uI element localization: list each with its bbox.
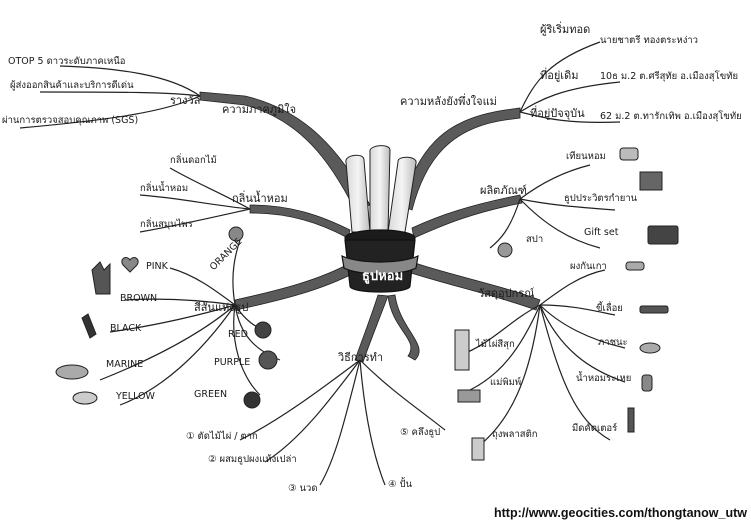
scent-item-1: กลิ่นดอกไม้ (170, 155, 217, 166)
bag-icon (471, 437, 485, 461)
color-purple: PURPLE (214, 357, 251, 368)
branch-products (411, 194, 523, 239)
spa-icon (497, 242, 513, 258)
cloud-icon (55, 364, 89, 380)
apple-icon (254, 321, 272, 339)
banana-icon (72, 391, 98, 405)
incense-pot (341, 229, 419, 293)
materials-item-4: ภาชนะ (598, 337, 628, 348)
perfume-icon (641, 374, 653, 392)
center-label: ธูปหอม (362, 269, 404, 284)
materials-item-3: ขี้เลื่อย (596, 303, 623, 314)
award-item-3: ผ่านการตรวจสอบคุณภาพ (SGS) (2, 115, 139, 126)
color-pink: PINK (146, 261, 168, 272)
award-item-2: ผู้ส่งออกสินค้าและบริการดีเด่น (10, 80, 134, 91)
products-item-4: สปา (526, 234, 544, 245)
origin-label: ความหลังยังพึ่งใจแม่ (400, 95, 497, 108)
origin-current-address-label: ที่อยู่ปัจจุบัน (530, 107, 585, 120)
method-step-5: ⑤ คลึงธูป (400, 427, 441, 438)
method-step-2: ② ผสมธูปผงแห้งเปล่า (208, 454, 297, 465)
products-item-2: ธูปประวิตรกำยาน (564, 193, 638, 204)
tree-icon (91, 261, 111, 295)
origin-current-address-value: 62 ม.2 ต.ทารักเทิพ อ.เมืองสุโขทัย (600, 111, 742, 122)
branch-origin (399, 107, 521, 211)
branch-colors (234, 261, 357, 311)
origin-old-address-label: ที่อยู่เดิม (540, 69, 579, 82)
bamboo-icon (454, 329, 470, 371)
orange-icon (228, 226, 244, 242)
candle-icon (619, 147, 639, 161)
products-label: ผลิตภัณฑ์ (480, 184, 527, 197)
source-url: http://www.geocities.com/thongtanow_utw (493, 506, 747, 520)
origin-founder-label: ผู้ริเริ่มทอด (540, 23, 591, 36)
materials-item-6: น้ำหอมระเหย (576, 373, 632, 384)
materials-label: วัสดุอุปกรณ์ (478, 287, 535, 300)
products-item-3: Gift set (584, 227, 619, 238)
color-green: GREEN (194, 389, 228, 400)
colors-label: สีสันแห่งธูป (194, 301, 249, 314)
scent-item-2: กลิ่นน้ำหอม (140, 183, 189, 194)
method-step-3: ③ นวด (288, 483, 318, 494)
materials-item-7: ถุงพลาสติก (492, 429, 538, 440)
origin-founder-value: นายชาตรี ทองตระหง่าว (600, 35, 699, 46)
mold-icon (457, 389, 481, 403)
award-sub-label: รางวัล (170, 94, 201, 107)
crayon-icon (81, 313, 97, 339)
bowl-icon (639, 342, 661, 354)
materials-item-8: มีดคัตเตอร์ (572, 423, 618, 434)
method-step-1: ① ตัดไม้ไผ่ / ตาก (186, 431, 258, 442)
branch-scent (249, 204, 351, 239)
melon-icon (243, 391, 261, 409)
color-red: RED (228, 329, 248, 340)
method-step-4: ④ ปั้น (388, 479, 413, 490)
award-label: ความภาคภูมิใจ (222, 103, 297, 116)
giftset-icon (647, 225, 679, 245)
branch-method (354, 294, 389, 363)
method-label: วิธีการทำ (338, 351, 384, 364)
incense-set-icon (639, 171, 663, 191)
color-yellow: YELLOW (116, 391, 155, 402)
origin-old-address-value: 10ธ ม.2 ต.ศรีสุทัย อ.เมืองสุโขทัย (600, 71, 739, 82)
branch-loop (387, 294, 420, 361)
powder-icon (625, 261, 645, 271)
materials-item-1: ผงกันเกา (570, 261, 607, 272)
color-brown: BROWN (120, 293, 158, 304)
materials-item-5: แม่พิมพ์ (490, 377, 522, 388)
color-black: BLACK (110, 323, 142, 334)
color-marine: MARINE (106, 359, 144, 370)
heart-icon (121, 257, 139, 273)
award-item-1: OTOP 5 ดาวระดับภาคเหนือ (8, 56, 126, 67)
branch-materials (407, 261, 541, 311)
grapes-icon (258, 350, 278, 370)
products-item-1: เทียนหอม (566, 151, 606, 162)
scent-label: กลิ่นน้ำหอม (232, 192, 288, 205)
materials-item-2: ไม้ไผ่สีสุก (476, 339, 515, 350)
scent-item-3: กลิ่นสมุนไพร (140, 219, 193, 230)
sawdust-icon (639, 305, 669, 314)
cutter-icon (627, 407, 635, 433)
